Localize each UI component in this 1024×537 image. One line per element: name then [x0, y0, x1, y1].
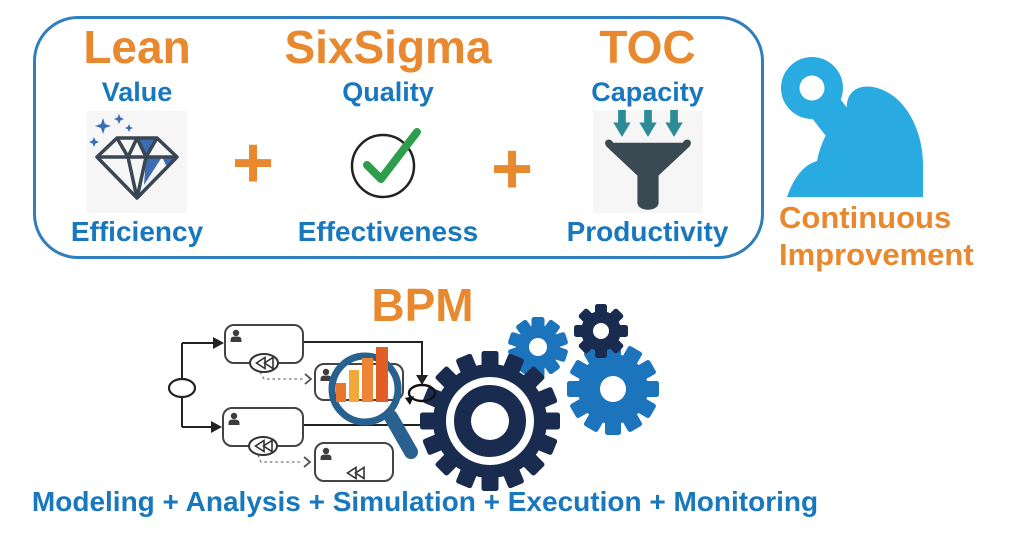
continuous-improvement-label: Continuous Improvement: [779, 199, 1024, 273]
lean-bottom-label: Efficiency: [70, 216, 204, 247]
capacity-arrows: [612, 109, 683, 137]
sixsigma-top-label: Quality: [342, 77, 434, 107]
dotted-arrowheads: [303, 373, 313, 468]
bpmn-start-event: [167, 377, 197, 399]
lean-top-label: Value: [101, 77, 173, 107]
improvement-line: Improvement: [779, 237, 974, 272]
lean-column: Lean Value Efficiency: [42, 20, 232, 248]
lean-title: Lean: [83, 21, 191, 73]
plus-sign: +: [490, 129, 534, 209]
bpmn-loop-marker: [405, 383, 437, 405]
gear-blue-right: [567, 343, 659, 435]
magnifier-icon: [328, 352, 418, 459]
gear-navy-small: [574, 304, 628, 358]
flow-arrowheads: [211, 337, 428, 433]
gear-navy-large: [420, 351, 560, 491]
dotted-links: [257, 371, 304, 463]
funnel-arrows-icon: [592, 109, 703, 213]
toc-column: TOC Capacity Productivity: [550, 20, 745, 248]
sixsigma-column: SixSigma Quality Effectiveness: [284, 20, 491, 248]
continuous-line: Continuous: [779, 200, 952, 235]
toc-title: TOC: [599, 21, 696, 73]
toc-top-label: Capacity: [591, 77, 704, 107]
compensation-markers: [248, 353, 365, 480]
bpm-title: BPM: [371, 279, 474, 331]
magnifier-bar-chart-icon: [336, 347, 388, 402]
sixsigma-bottom-label: Effectiveness: [297, 216, 479, 247]
flexed-arm-icon: [781, 57, 923, 197]
bpm-caption: Modeling + Analysis + Simulation + Execu…: [31, 486, 819, 517]
toc-bottom-label: Productivity: [566, 216, 729, 247]
framework-box: [33, 16, 764, 259]
task-bottom-right: [314, 442, 394, 482]
diamond-icon: [87, 111, 187, 213]
sixsigma-title: SixSigma: [284, 21, 492, 73]
checkmark-circle-icon: [343, 111, 433, 213]
plus-sign: +: [231, 123, 275, 203]
